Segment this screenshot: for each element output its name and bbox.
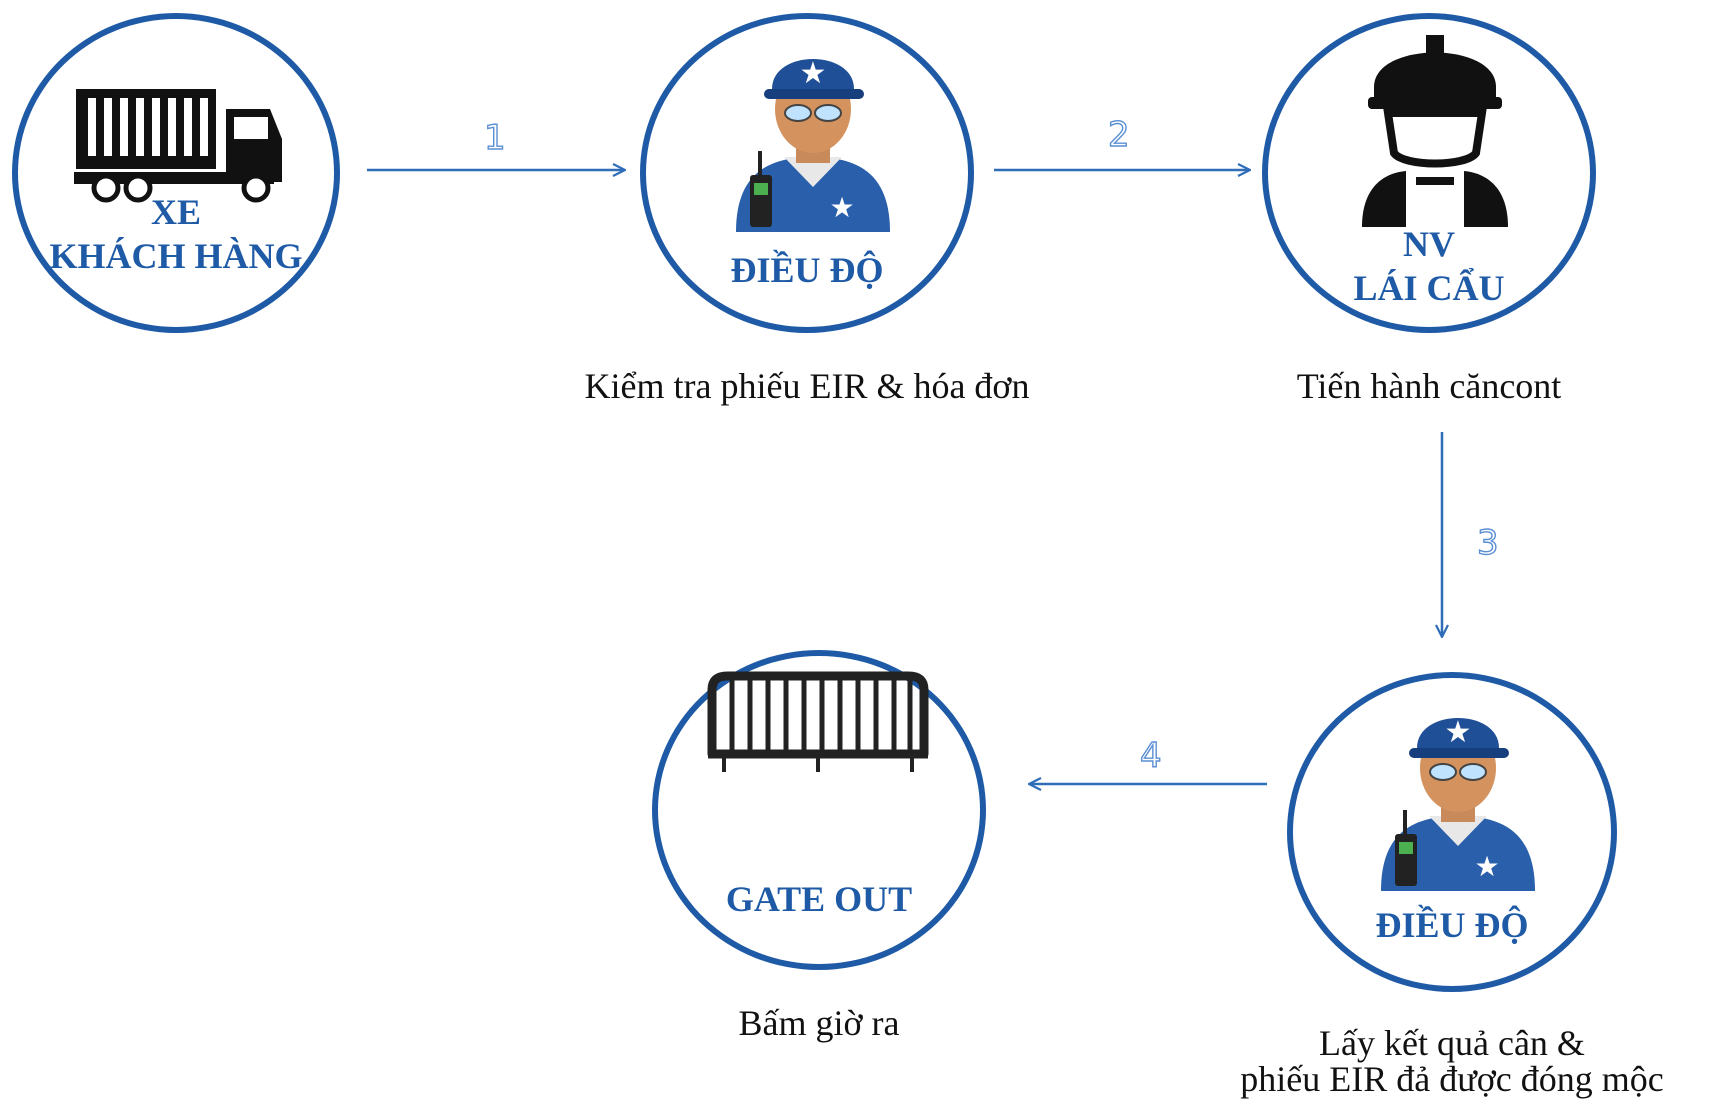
node-crane-operator: dreams NV LÁI CẨU (1262, 13, 1596, 333)
worker-icon: dreams (1362, 35, 1508, 227)
caption-dispatcher-2-line2: phiếu EIR đả được đóng mộc (1240, 1059, 1664, 1099)
node-label-line2: KHÁCH HÀNG (49, 236, 303, 276)
dispatcher-icon: ★ ★ (1381, 715, 1535, 891)
node-label-line1: NV (1403, 224, 1455, 264)
dispatcher-icon: ★ ★ (736, 56, 890, 232)
node-gate-out: GATE OUT (652, 650, 986, 970)
step-number-3: 3 (1476, 522, 1499, 563)
step-number-2: 2 (1107, 114, 1130, 155)
node-customer-truck: XE KHÁCH HÀNG (12, 13, 340, 333)
svg-text:★: ★ (800, 56, 827, 91)
node-dispatcher-2: ★ ★ ĐIỀU ĐỘ (1287, 672, 1617, 992)
node-label: ĐIỀU ĐỘ (730, 250, 884, 290)
svg-text:★: ★ (1474, 850, 1499, 883)
caption-dispatcher-1: Kiểm tra phiếu EIR & hóa đơn (584, 366, 1030, 406)
barrier-icon (707, 671, 929, 772)
step-number-4: 4 (1139, 735, 1162, 776)
caption-dispatcher-2-line1: Lấy kết quả cân & (1319, 1023, 1585, 1063)
node-label-line2: LÁI CẨU (1353, 268, 1505, 308)
node-dispatcher-1: ★ ★ ĐIỀU ĐỘ (640, 13, 974, 333)
node-label: ĐIỀU ĐỘ (1375, 905, 1529, 945)
svg-text:dreams: dreams (1450, 38, 1495, 52)
truck-icon (74, 89, 282, 203)
node-label: GATE OUT (725, 879, 913, 919)
step-number-1: 1 (483, 117, 506, 158)
node-label-line1: XE (150, 192, 201, 232)
caption-crane-operator: Tiến hành căncont (1296, 366, 1562, 406)
svg-text:★: ★ (1445, 715, 1472, 750)
caption-gate-out: Bấm giờ ra (738, 1003, 900, 1043)
svg-text:★: ★ (829, 191, 854, 224)
